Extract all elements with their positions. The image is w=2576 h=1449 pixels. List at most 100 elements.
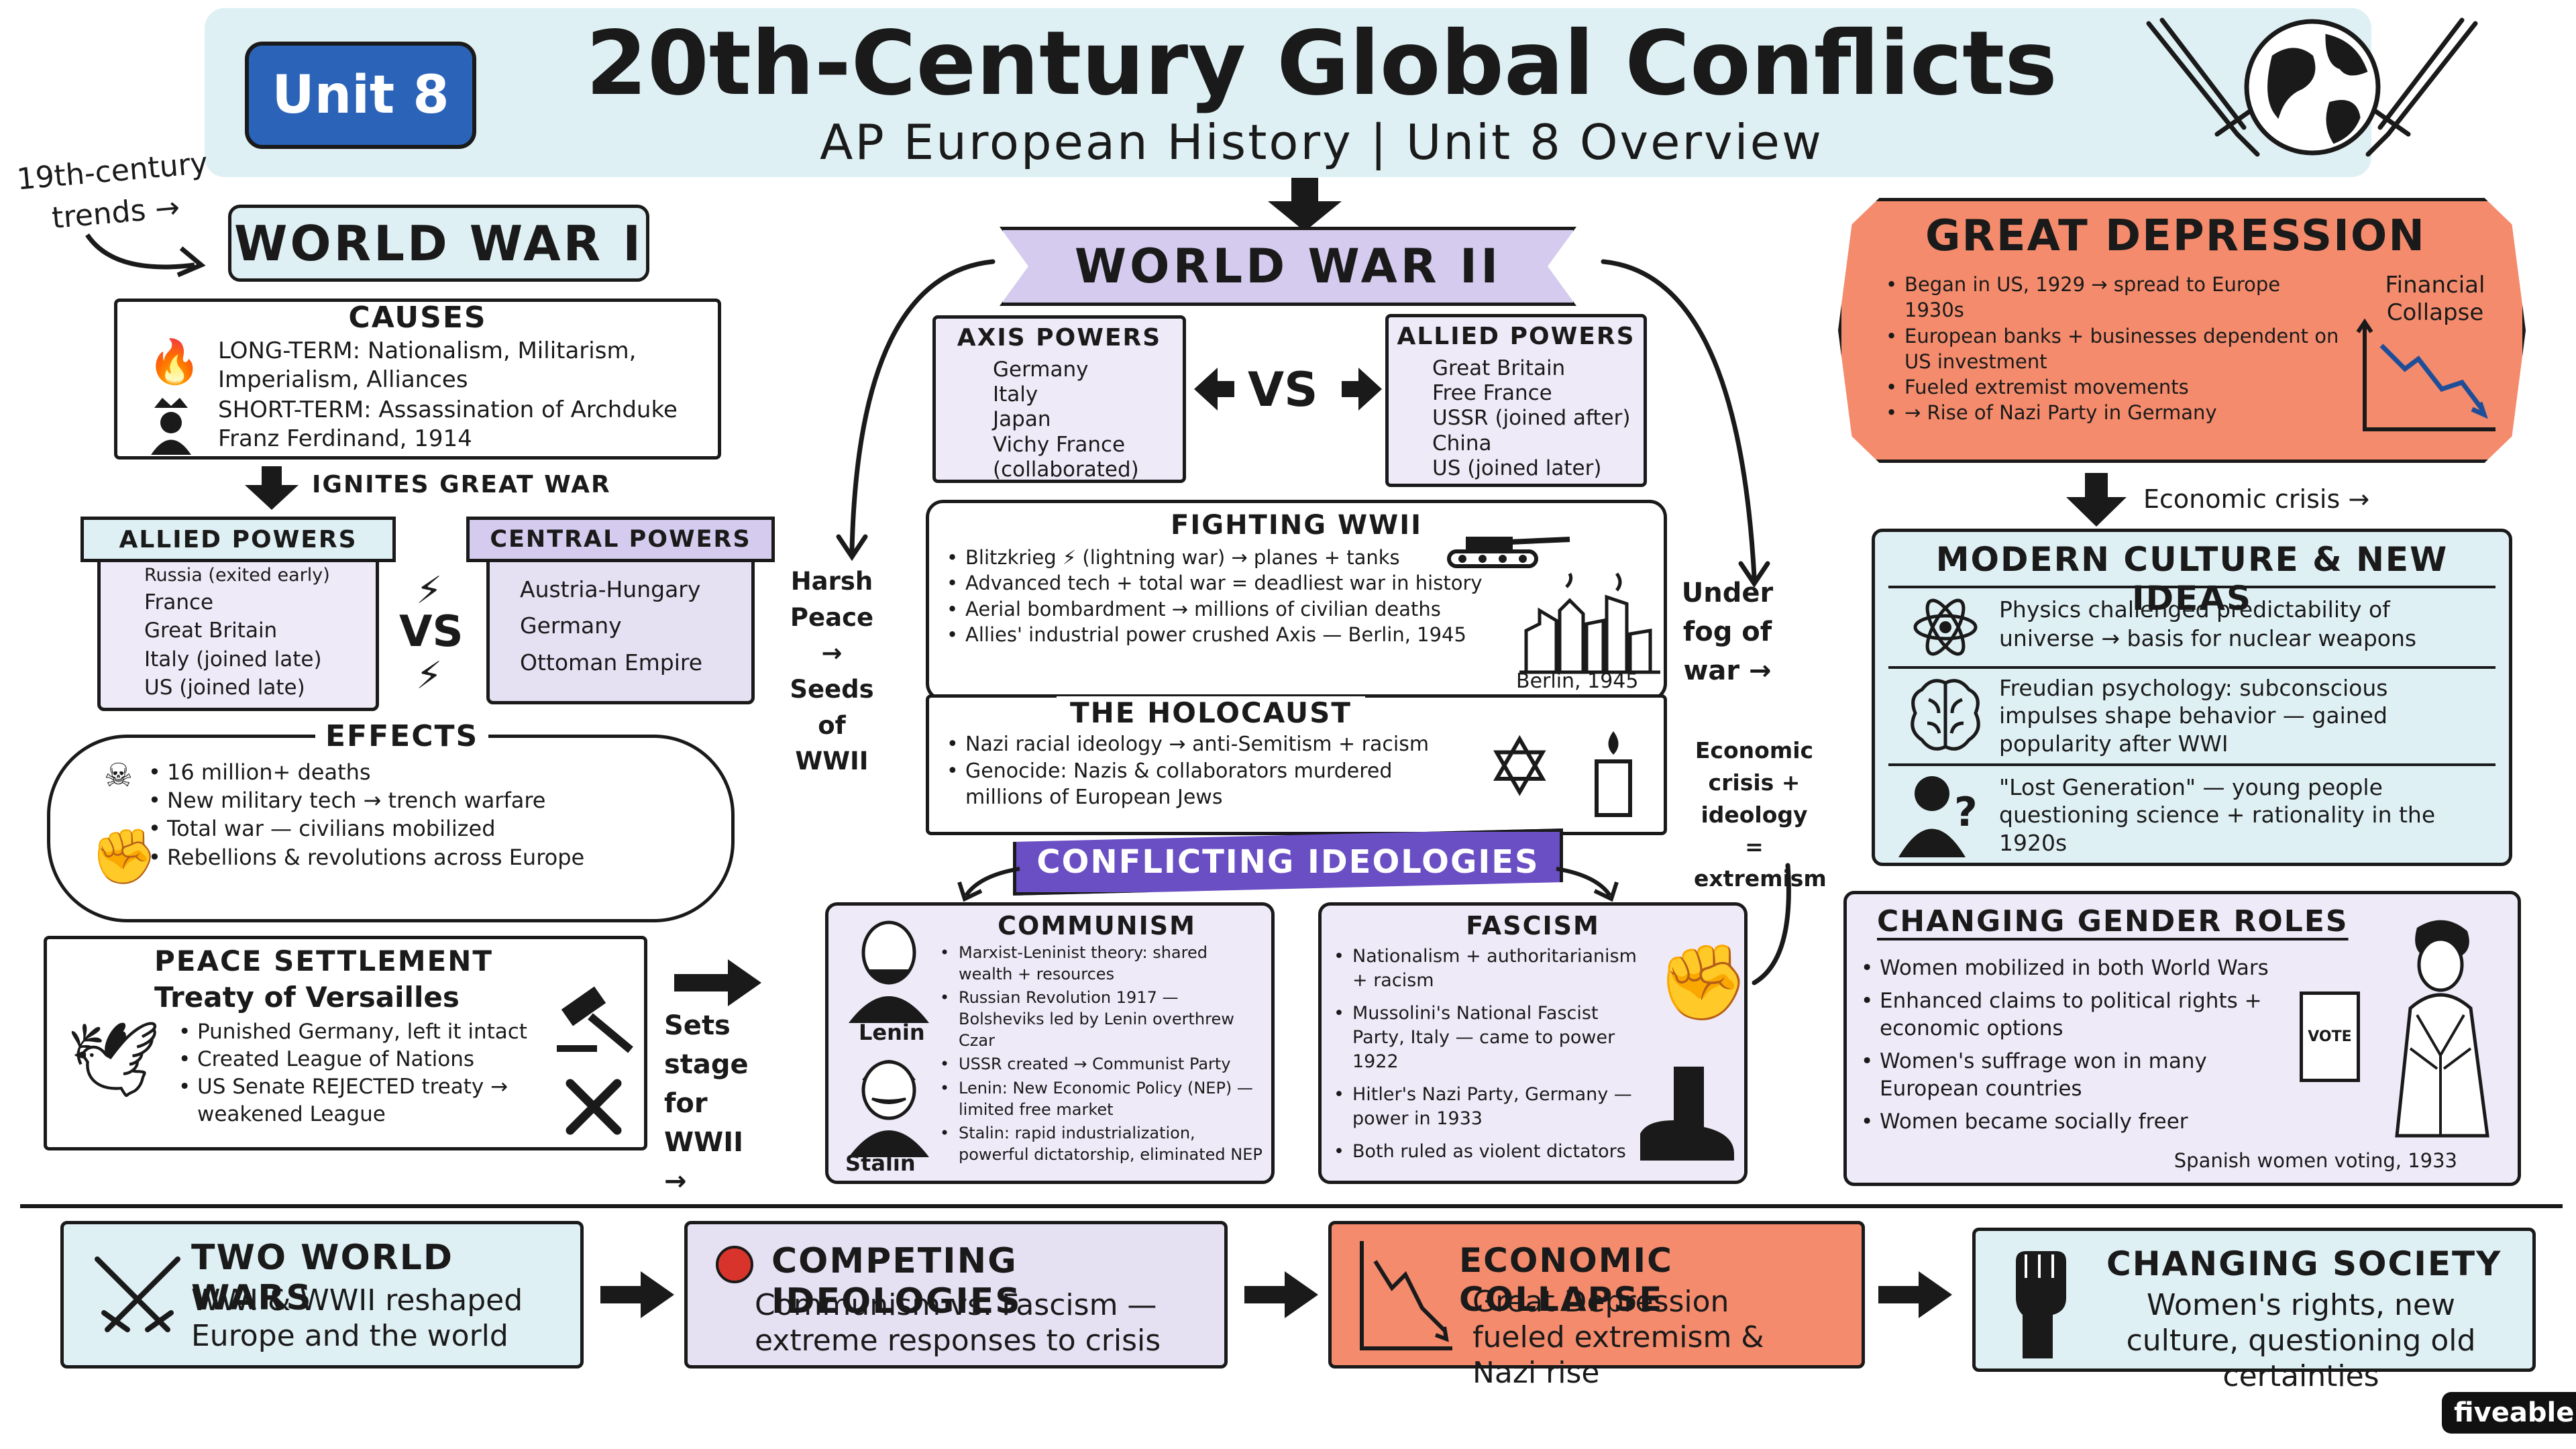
list-item: Russian Revolution 1917 — Bolsheviks led… bbox=[936, 987, 1265, 1051]
list-item: European banks + businesses dependent on… bbox=[1882, 323, 2345, 375]
ww2-allied-box: ALLIED POWERS Great Britain Free France … bbox=[1385, 314, 1647, 487]
fighting-wwii-box: FIGHTING WWII Blitzkrieg ⚡ (lightning wa… bbox=[926, 500, 1667, 701]
list-item: Punished Germany, left it intact bbox=[174, 1018, 550, 1046]
list-item: → Rise of Nazi Party in Germany bbox=[1882, 400, 2345, 426]
assassin-icon bbox=[151, 398, 191, 455]
arrow-down-icon bbox=[1268, 178, 1342, 231]
culture-title: MODERN CULTURE & NEW IDEAS bbox=[1935, 540, 2449, 618]
list-item: Enhanced claims to political rights + ec… bbox=[1857, 987, 2273, 1042]
list-item: Japan bbox=[993, 407, 1051, 432]
lenin-label: Lenin bbox=[859, 1020, 925, 1045]
holocaust-list: Nazi racial ideology → anti-Semitism + r… bbox=[943, 731, 1466, 811]
peace-list: Punished Germany, left it intact Created… bbox=[174, 1018, 550, 1128]
peace-title: PEACE SETTLEMENT bbox=[154, 945, 494, 977]
arrow-down-icon bbox=[2066, 473, 2127, 527]
skull-icon: ☠ bbox=[104, 757, 133, 794]
ww2-title-border-helper: WORLD WAR II bbox=[1000, 227, 1576, 306]
list-item: Both ruled as violent dictators bbox=[1330, 1140, 1645, 1164]
vs-arrows-icon bbox=[1194, 368, 1382, 411]
list-item: Women mobilized in both World Wars bbox=[1857, 955, 2273, 982]
summary-competing-ideologies: COMPETING IDEOLOGIES Communism vs. Fasci… bbox=[684, 1221, 1228, 1368]
great-depression-content: GREAT DEPRESSION Began in US, 1929 → spr… bbox=[1838, 198, 2526, 463]
list-item: Stalin: rapid industrialization, powerfu… bbox=[936, 1123, 1265, 1165]
list-item: Great Britain bbox=[144, 619, 278, 643]
gender-roles-box: CHANGING GENDER ROLES Women mobilized in… bbox=[1843, 891, 2521, 1186]
curved-arrow-icon bbox=[957, 867, 1619, 902]
fascism-title: FASCISM bbox=[1466, 911, 1600, 941]
list-item: Ottoman Empire bbox=[520, 649, 703, 676]
list-item: Began in US, 1929 → spread to Europe 193… bbox=[1882, 272, 2345, 323]
stalin-label: Stalin bbox=[845, 1150, 916, 1176]
ww2-vs-label: VS bbox=[1248, 362, 1318, 417]
financial-collapse-label: Financial Collapse bbox=[2385, 272, 2485, 326]
summary-text: Communism vs. Fascism — extreme response… bbox=[755, 1288, 1161, 1358]
short-term-cause: SHORT-TERM: Assassination of Archduke Fr… bbox=[218, 396, 678, 452]
central-powers-title: CENTRAL POWERS bbox=[490, 526, 751, 553]
culture-item-physics: Physics challenged predictability of uni… bbox=[1999, 596, 2417, 651]
falling-chart-icon bbox=[2356, 318, 2496, 431]
list-item: US (joined late) bbox=[144, 676, 305, 700]
effects-title: EFFECTS bbox=[315, 719, 489, 753]
list-item: US (joined later) bbox=[1432, 455, 1602, 480]
divider bbox=[1888, 586, 2496, 588]
falling-chart-icon bbox=[1360, 1241, 1452, 1350]
summary-text: WWI & WWII reshaped Europe and the world bbox=[191, 1283, 523, 1353]
depression-title: GREAT DEPRESSION bbox=[1925, 211, 2426, 261]
holocaust-title: THE HOLOCAUST bbox=[1057, 696, 1365, 729]
list-item: Women became socially freer bbox=[1857, 1108, 2273, 1136]
sets-stage-note: Sets stage for WWII → bbox=[664, 1010, 749, 1197]
page-subtitle: AP European History | Unit 8 Overview bbox=[820, 114, 1823, 170]
culture-item-freud: Freudian psychology: subconscious impuls… bbox=[1999, 675, 2388, 757]
peace-settlement-box: PEACE SETTLEMENT Treaty of Versailles 🕊 … bbox=[44, 936, 647, 1150]
economic-extremism-note: Economic crisis + ideology = extremism bbox=[1694, 737, 1827, 892]
ww2-allied-title: ALLIED POWERS bbox=[1397, 323, 1635, 350]
fascism-list: Nationalism + authoritarianism + racism … bbox=[1330, 945, 1645, 1164]
list-item: New military tech → trench warfare bbox=[144, 786, 708, 814]
arrow-right-icon bbox=[1878, 1271, 1952, 1318]
list-item: USSR created → Communist Party bbox=[936, 1054, 1265, 1075]
header-banner bbox=[205, 8, 2371, 177]
divider bbox=[1888, 763, 2496, 766]
divider bbox=[20, 1204, 2563, 1208]
economic-crisis-note: Economic crisis → bbox=[2143, 484, 2370, 514]
list-item: Vichy France (collaborated) bbox=[993, 432, 1139, 482]
fascism-box: FASCISM Nationalism + authoritarianism +… bbox=[1318, 902, 1749, 1184]
list-item: Germany bbox=[993, 358, 1089, 382]
ww2-allied-list: Great Britain Free France USSR (joined a… bbox=[1432, 356, 1630, 481]
berlin-caption: Berlin, 1945 bbox=[1516, 669, 1639, 693]
summary-text: Great Depression fueled extremism & Nazi… bbox=[1472, 1285, 1764, 1390]
axis-powers-box: AXIS POWERS Germany Italy Japan Vichy Fr… bbox=[932, 315, 1186, 483]
central-powers-banner: CENTRAL POWERS bbox=[466, 517, 775, 562]
boot-icon bbox=[1640, 1067, 1734, 1161]
ww1-allied-banner: ALLIED POWERS bbox=[80, 517, 396, 562]
list-item: Russia (exited early) bbox=[144, 565, 330, 586]
summary-title: COMPETING IDEOLOGIES bbox=[771, 1241, 1022, 1322]
candle-icon bbox=[1595, 731, 1632, 817]
ww1-allied-list: Russia (exited early) France Great Brita… bbox=[144, 564, 330, 702]
list-item: Marxist-Leninist theory: shared wealth +… bbox=[936, 943, 1265, 985]
holocaust-box: THE HOLOCAUST Nazi racial ideology → ant… bbox=[926, 694, 1667, 835]
globe-swords-icon bbox=[2146, 17, 2478, 157]
brand-logo: fiveable bbox=[2442, 1392, 2576, 1434]
ww1-allied-title: ALLIED POWERS bbox=[119, 525, 358, 553]
raised-fist-icon: ✊ bbox=[1657, 939, 1749, 1025]
communism-list: Marxist-Leninist theory: shared wealth +… bbox=[936, 943, 1265, 1166]
list-item: Free France bbox=[1432, 381, 1552, 406]
x-mark-icon bbox=[566, 1079, 622, 1135]
fire-icon: 🔥 bbox=[148, 337, 201, 387]
list-item: France bbox=[144, 590, 214, 614]
list-item: Fueled extremist movements bbox=[1882, 374, 2345, 400]
list-item: USSR (joined after) bbox=[1432, 406, 1631, 431]
list-item: Hitler's Nazi Party, Germany — power in … bbox=[1330, 1083, 1645, 1130]
list-item: Advanced tech + total war = deadliest wa… bbox=[943, 570, 1513, 596]
causes-box: CAUSES 🔥 LONG-TERM: Nationalism, Militar… bbox=[114, 299, 721, 460]
stalin-portrait bbox=[849, 1060, 929, 1157]
effects-list: 16 million+ deaths New military tech → t… bbox=[144, 758, 708, 871]
vote-ballot: VOTE bbox=[2300, 991, 2360, 1082]
question-mark-icon: ? bbox=[1954, 789, 1978, 836]
culture-item-lost-generation: "Lost Generation" — young people questio… bbox=[1999, 774, 2436, 856]
modern-culture-box: MODERN CULTURE & NEW IDEAS Physics chall… bbox=[1872, 529, 2512, 866]
ruined-city-icon bbox=[1519, 572, 1660, 674]
harsh-peace-note: Harsh Peace → Seeds of WWII bbox=[790, 567, 874, 776]
axis-list: Germany Italy Japan Vichy France (collab… bbox=[993, 358, 1174, 482]
